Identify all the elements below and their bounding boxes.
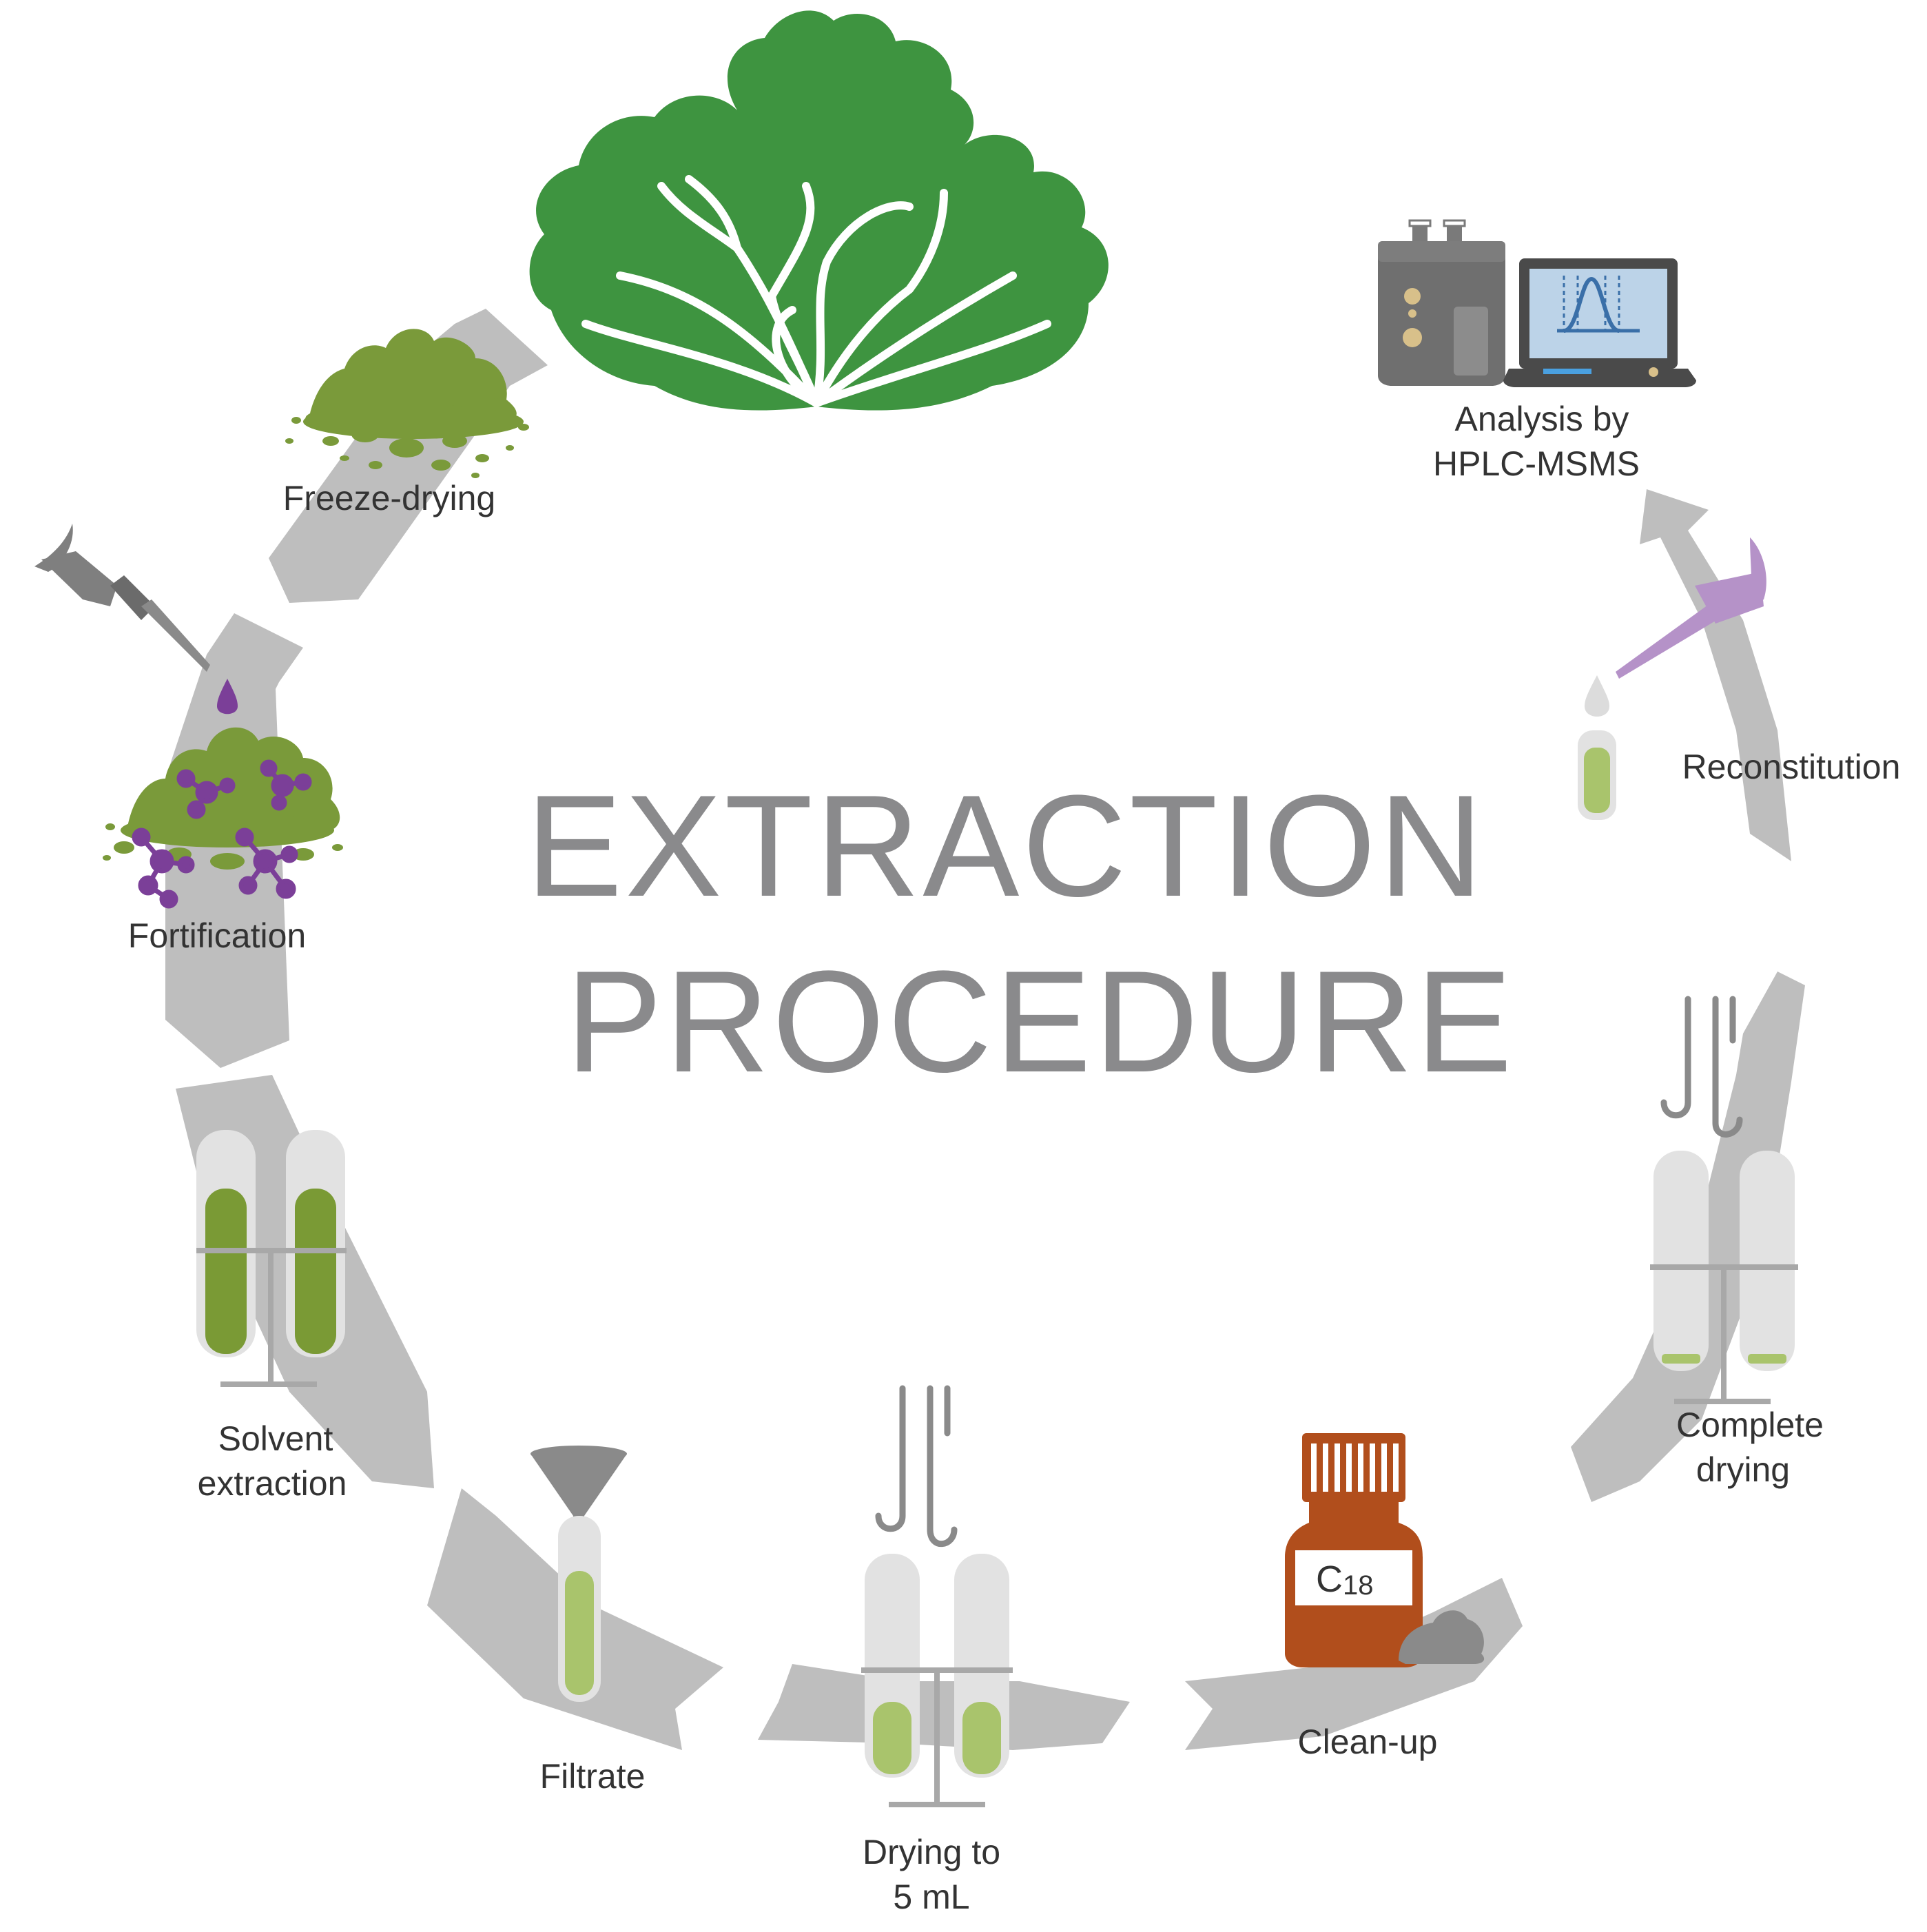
label-reconstitution: Reconstitution	[1682, 748, 1901, 786]
label-fortification: Fortification	[128, 916, 306, 955]
powder-pile-icon	[285, 329, 529, 478]
arrow-segment-reconstitution	[1640, 489, 1791, 861]
drop-icon	[1585, 675, 1609, 717]
molecule-icon	[260, 759, 312, 811]
pipette-icon	[34, 524, 210, 672]
label-analysis-2: HPLC-MSMS	[1433, 444, 1640, 483]
bottle-label-c18: C18	[1316, 1559, 1374, 1601]
label-solvent-1: Solvent	[218, 1419, 333, 1458]
test-tube-rack-icon	[1650, 1151, 1798, 1404]
nitrogen-needle-icon	[875, 1385, 958, 1548]
test-tube-rack-icon	[196, 1130, 347, 1387]
molecule-icon	[132, 828, 195, 909]
test-tube-rack-icon	[861, 1554, 1013, 1807]
vial-icon	[1578, 730, 1616, 820]
label-analysis-1: Analysis by	[1455, 400, 1629, 438]
vial-icon	[558, 1516, 601, 1702]
title-line-1: EXTRACTION	[526, 765, 1485, 927]
molecule-icon	[235, 828, 298, 899]
label-drying5-2: 5 mL	[893, 1878, 969, 1916]
label-freeze-drying: Freeze-drying	[283, 479, 495, 517]
arrow-segment-complete	[1571, 972, 1805, 1502]
drop-icon	[217, 679, 238, 715]
label-solvent-2: extraction	[198, 1464, 347, 1503]
label-complete-2: drying	[1696, 1450, 1790, 1489]
hplc-instrument-icon	[1378, 219, 1505, 386]
pipette-icon	[1616, 537, 1766, 679]
c18-bottle-icon: C18	[1285, 1433, 1485, 1667]
molecule-icon	[176, 769, 236, 819]
label-complete-1: Complete	[1676, 1406, 1824, 1444]
label-drying5-1: Drying to	[863, 1833, 1000, 1871]
title-line-2: PROCEDURE	[566, 941, 1515, 1102]
lettuce-icon	[529, 10, 1109, 411]
monitor-chromatogram-icon	[1503, 258, 1696, 387]
arrow-segment-drying5	[758, 1664, 1130, 1750]
nitrogen-needle-icon	[1660, 996, 1743, 1138]
label-filtrate: Filtrate	[540, 1757, 646, 1796]
label-clean-up: Clean-up	[1298, 1723, 1438, 1761]
